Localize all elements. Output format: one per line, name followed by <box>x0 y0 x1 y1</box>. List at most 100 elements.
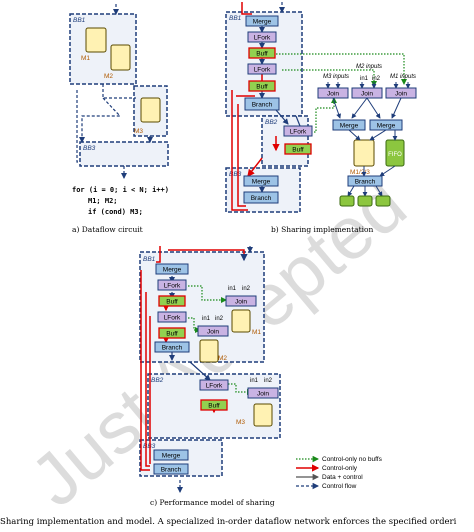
c-buff-3: Buff <box>200 399 228 411</box>
c-m3-in1: in1 <box>250 378 259 384</box>
b-m123-label: M1/2/3 <box>350 169 370 176</box>
b-lfork-3: LFork <box>283 125 313 137</box>
b-m1-inputs: M1 inputs <box>390 74 416 80</box>
c-bb2-label: BB2 <box>151 377 164 384</box>
c-m1-label: M1 <box>252 329 261 336</box>
c-m2-in1: in1 <box>202 316 211 322</box>
b-merge-left: Merge <box>332 119 366 131</box>
b-out-arrows <box>347 185 383 197</box>
b-merge-top: Merge <box>245 15 279 27</box>
bb3-label: BB3 <box>83 145 96 152</box>
m3-unit <box>140 97 161 123</box>
b-shared-arrows <box>348 129 398 177</box>
m2-label: M2 <box>104 73 113 80</box>
b-buff-2: Buff <box>248 80 276 92</box>
b-bb2-label: BB2 <box>265 119 278 126</box>
svg-text:Branch: Branch <box>355 179 376 186</box>
b-bb3-label: BB3 <box>229 171 242 178</box>
c-merge-bottom: Merge <box>153 449 189 461</box>
code-line-2: M1; M2; <box>88 197 118 205</box>
code-line-1: for (i = 0; i < N; i++) <box>72 186 169 194</box>
panel-a-control-flow <box>76 4 153 179</box>
b-buff-3: Buff <box>284 143 312 155</box>
b-in2: in2 <box>372 76 381 82</box>
c-buff-1: Buff <box>158 295 186 307</box>
svg-text:Buff: Buff <box>166 299 178 306</box>
b-bb1-label: BB1 <box>229 15 242 22</box>
b-lfork-2: LFork <box>247 63 277 75</box>
panel-a: BB1 M1 M2 M3 BB3 for (i = 0; i < N; i++)… <box>69 4 169 234</box>
b-buff-1: Buff <box>248 47 276 59</box>
svg-text:Merge: Merge <box>340 123 359 130</box>
svg-text:Join: Join <box>235 299 247 306</box>
legend-control-no-buffs: Control-only no buffs <box>322 456 383 463</box>
b-out-2 <box>357 195 373 207</box>
b-branch-bottom: Branch <box>243 191 279 204</box>
m1-unit <box>85 27 107 53</box>
svg-text:Merge: Merge <box>163 267 182 274</box>
svg-text:Merge: Merge <box>162 453 181 460</box>
b-in1: in1 <box>360 76 369 82</box>
svg-text:Merge: Merge <box>253 19 272 26</box>
svg-text:Branch: Branch <box>251 195 272 202</box>
c-m3-label: M3 <box>236 419 245 426</box>
b-input-arrows <box>325 82 411 89</box>
svg-text:LFork: LFork <box>254 67 271 74</box>
b-join-m2: Join <box>351 87 383 99</box>
c-m2-in2: in2 <box>215 316 224 322</box>
svg-text:Join: Join <box>207 329 219 336</box>
b-out-3 <box>375 195 391 207</box>
c-join-m1: Join <box>225 295 257 307</box>
svg-text:LFork: LFork <box>254 35 271 42</box>
svg-text:Join: Join <box>327 91 339 98</box>
svg-text:Join: Join <box>257 391 269 398</box>
c-m2-unit <box>199 339 219 363</box>
legend-data-control: Data + control <box>322 474 363 481</box>
svg-text:FIFO: FIFO <box>388 152 402 158</box>
c-join-m2: Join <box>197 325 229 337</box>
c-m1-in2: in2 <box>242 286 251 292</box>
c-merge-top: Merge <box>155 263 189 275</box>
svg-text:Merge: Merge <box>252 179 271 186</box>
code-line-3: if (cond) M3; <box>88 208 143 216</box>
m1-label: M1 <box>81 55 90 62</box>
caption-c: c) Performance model of sharing <box>150 498 275 507</box>
b-shared-unit <box>353 139 375 167</box>
c-buff-2: Buff <box>158 327 186 339</box>
legend-control-flow: Control flow <box>322 483 357 490</box>
bb3-block <box>79 141 169 167</box>
c-control-no-buff-paths <box>188 285 253 395</box>
bb1-label: BB1 <box>73 17 86 24</box>
caption-a: a) Dataflow circuit <box>72 225 143 234</box>
caption-b: b) Sharing implementation <box>271 225 373 234</box>
svg-text:LFork: LFork <box>164 283 181 290</box>
b-fifo: FIFO <box>385 139 405 167</box>
b-join-m3: Join <box>317 87 349 99</box>
panel-c: BB1 BB2 BB3 <box>139 246 383 507</box>
c-m1-unit <box>231 309 251 333</box>
svg-text:Join: Join <box>361 91 373 98</box>
svg-text:Buff: Buff <box>256 84 268 91</box>
b-join-m1: Join <box>385 87 417 99</box>
svg-text:Join: Join <box>395 91 407 98</box>
c-m2-label: M2 <box>218 355 227 362</box>
c-branch-bottom: Branch <box>153 463 189 475</box>
legend: Control-only no buffs Control-only Data … <box>296 455 383 490</box>
svg-text:Branch: Branch <box>252 102 273 109</box>
c-lfork-3: LFork <box>199 379 229 391</box>
svg-text:Buff: Buff <box>292 147 304 154</box>
legend-control-only: Control-only <box>322 465 358 472</box>
b-m2-inputs: M2 inputs <box>356 64 382 70</box>
b-merge-bottom: Merge <box>243 175 279 187</box>
c-lfork-1: LFork <box>157 279 187 291</box>
c-m1-in1: in1 <box>228 286 237 292</box>
panel-b: BB1 BB2 BB3 <box>225 2 417 234</box>
svg-text:LFork: LFork <box>206 383 223 390</box>
b-join-to-merge <box>332 97 402 119</box>
c-branch-1: Branch <box>154 341 190 353</box>
c-lfork-2: LFork <box>157 311 187 323</box>
c-bb1-label: BB1 <box>143 256 156 263</box>
svg-text:Buff: Buff <box>208 403 220 410</box>
b-shared-branch: Branch <box>347 175 383 187</box>
